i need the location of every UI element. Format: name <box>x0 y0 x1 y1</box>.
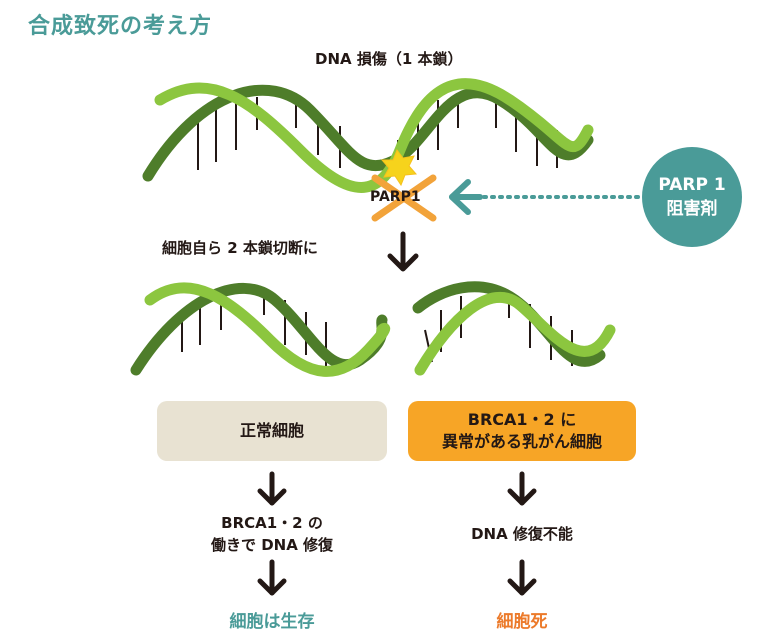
dna-damage-mark <box>380 148 418 187</box>
inhibitor-line1: PARP 1 <box>658 175 726 195</box>
dna-helix-right <box>412 281 616 376</box>
brca-box-line2: 異常がある乳がん細胞 <box>441 432 602 451</box>
dna-damage-label: DNA 損傷（1 本鎖） <box>315 50 463 68</box>
parp-x-mark <box>371 174 437 222</box>
normal-result: 細胞は生存 <box>229 612 315 632</box>
normal-cell-box: 正常細胞 <box>157 401 387 461</box>
double-strand-break-label: 細胞自ら 2 本鎖切断に <box>162 239 318 257</box>
arrow-down-brca-2 <box>507 559 537 596</box>
normal-repair-text: BRCA1・2 の 働きで DNA 修復 <box>172 512 372 556</box>
arrow-down-normal-2 <box>257 559 287 596</box>
inhibitor-line2: 阻害剤 <box>666 199 718 219</box>
normal-cell-label: 正常細胞 <box>239 421 304 440</box>
parp1-label: PARP1 <box>370 189 421 205</box>
diagram-title: 合成致死の考え方 <box>28 14 213 39</box>
parp1-inhibitor-circle: PARP 1 阻害剤 <box>642 147 742 247</box>
brca-cell-box: BRCA1・2 に 異常がある乳がん細胞 <box>408 401 636 461</box>
arrow-down-brca-1 <box>507 471 537 506</box>
arrow-down-main <box>387 231 419 272</box>
brca-box-line1: BRCA1・2 に <box>467 410 577 429</box>
normal-repair-line2: 働きで DNA 修復 <box>210 536 334 554</box>
dna-helix-left <box>130 282 391 377</box>
normal-repair-line1: BRCA1・2 の <box>221 514 323 532</box>
dna-helix-top <box>142 78 594 193</box>
brca-repair-text: DNA 修復不能 <box>471 525 573 543</box>
arrow-down-normal-1 <box>257 471 287 506</box>
brca-result: 細胞死 <box>496 612 548 632</box>
inhibitor-arrow <box>449 179 642 215</box>
